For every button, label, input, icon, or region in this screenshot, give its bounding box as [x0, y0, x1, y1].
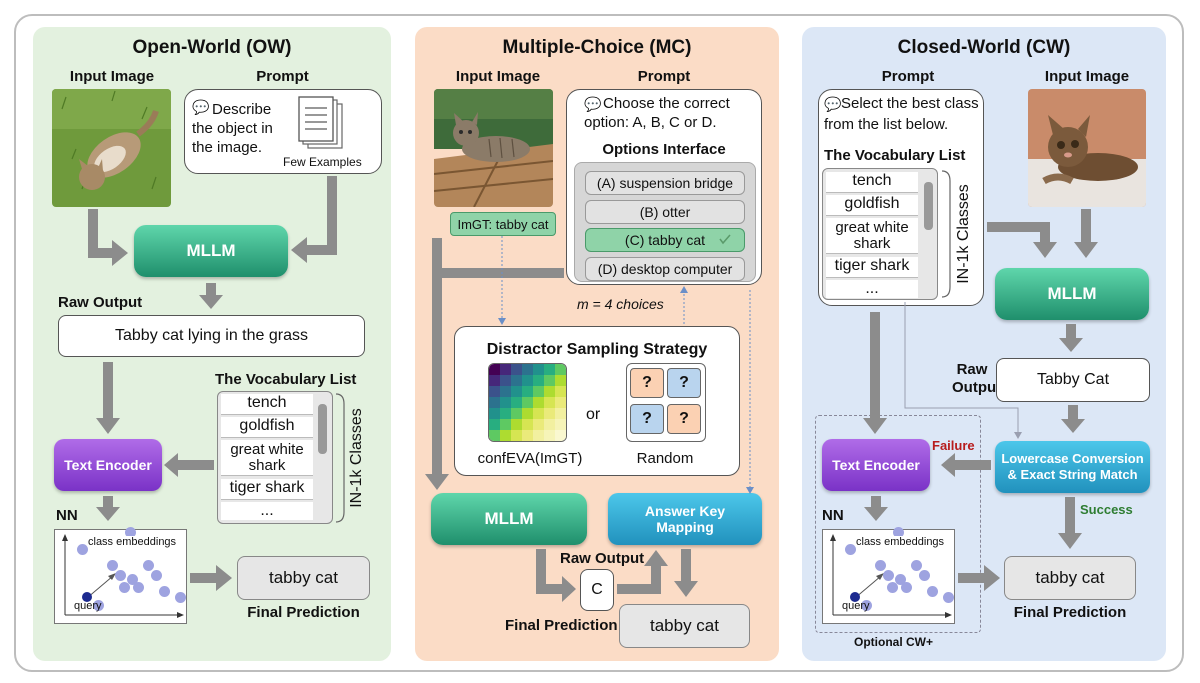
mc-title: Multiple-Choice (MC): [502, 37, 692, 58]
question-cell: ?: [630, 368, 664, 398]
question-cell: ?: [667, 368, 701, 398]
question-cell: ?: [667, 404, 701, 434]
cw-class-embeddings-label: class embeddings: [856, 536, 945, 548]
ow-vocab-item-4: tiger shark: [221, 479, 313, 500]
question-cell: ?: [630, 404, 664, 434]
ow-class-embeddings-label: class embeddings: [88, 536, 177, 548]
mc-answer-key-mapping: Answer Key Mapping: [608, 493, 762, 545]
cw-vocab-item-5: ...: [826, 280, 918, 298]
cw-optional-region: [815, 415, 981, 633]
mc-option-a[interactable]: (A) suspension bridge: [585, 171, 745, 195]
mc-options-interface-label: Options Interface: [602, 141, 726, 158]
cw-bracket-icon: [941, 170, 951, 298]
cw-success-label: Success: [1080, 502, 1133, 517]
ow-bracket-icon: [335, 393, 345, 523]
ow-input-image: [52, 89, 171, 207]
mc-distractor-title: Distractor Sampling Strategy: [486, 341, 708, 358]
ow-vocab-item-3: great white shark: [221, 440, 313, 476]
mc-prompt-line-2: option: A, B, C or D.: [584, 114, 717, 131]
cw-prompt-label: Prompt: [881, 68, 935, 85]
speech-bubble-icon: 💬: [824, 96, 842, 112]
cw-vocab-item-1: tench: [826, 172, 918, 193]
cw-vocab-item-3: great white shark: [826, 218, 918, 254]
ow-title: Open-World (OW): [132, 37, 292, 58]
ow-vocab-item-1: tench: [221, 394, 313, 415]
cw-prompt-line-2: from the list below.: [824, 116, 949, 133]
ow-vocab-item-5: ...: [221, 502, 313, 520]
ow-query-label: query: [74, 600, 102, 612]
mc-prompt-label: Prompt: [637, 68, 691, 85]
document-stack-icon: [298, 96, 344, 159]
mc-random-label: Random: [636, 450, 694, 467]
answer-key-line-2: Mapping: [656, 519, 714, 535]
ow-few-examples: Few Examples: [283, 155, 362, 169]
mc-final-output: tabby cat: [619, 604, 750, 648]
mc-prompt-line-1: Choose the correct: [603, 95, 730, 112]
ow-prompt-line-2: the object in: [192, 120, 273, 137]
cw-vocab-label: The Vocabulary List: [824, 147, 966, 164]
cw-vocab-item-2: goldfish: [826, 195, 918, 216]
cw-nn-label: NN: [822, 507, 844, 524]
mc-input-image-label: Input Image: [455, 68, 541, 85]
ow-raw-output-box: Tabby cat lying in the grass: [58, 315, 365, 357]
mc-option-d[interactable]: (D) desktop computer: [585, 257, 745, 281]
cw-failure-label: Failure: [932, 438, 975, 453]
cw-prompt-line-1: Select the best class: [841, 95, 979, 112]
cw-mllm-box: MLLM: [995, 268, 1149, 320]
speech-bubble-icon: 💬: [192, 99, 210, 115]
speech-bubble-icon: 💬: [584, 96, 602, 112]
figure-frame: [14, 14, 1184, 672]
cw-input-image: [1028, 89, 1146, 207]
cw-vocab-item-4: tiger shark: [826, 257, 918, 278]
mc-input-image: [434, 89, 553, 207]
ow-mllm-box: MLLM: [134, 225, 288, 277]
ow-vocab-label: The Vocabulary List: [215, 371, 357, 388]
mc-raw-output-label: Raw Output: [560, 550, 645, 567]
mc-mllm-box: MLLM: [431, 493, 587, 545]
mc-confeva-heatmap: [488, 363, 567, 442]
ow-nn-label: NN: [56, 507, 78, 524]
cw-lowercase-box: Lowercase Conversion & Exact String Matc…: [995, 441, 1150, 493]
cw-optional-label: Optional CW+: [854, 635, 933, 649]
cw-query-label: query: [842, 600, 870, 612]
cw-raw-output-box: Tabby Cat: [996, 358, 1150, 402]
raw-label-line-2: Output: [952, 379, 1002, 396]
ow-classes-label: IN-1k Classes: [348, 408, 365, 508]
ow-vocab-item-2: goldfish: [221, 417, 313, 438]
ow-prompt-label: Prompt: [256, 68, 309, 85]
cw-final-prediction-label: Final Prediction: [1013, 604, 1127, 621]
mc-raw-output-box: C: [580, 569, 614, 611]
mc-imgt-tag: ImGT: tabby cat: [450, 212, 556, 236]
check-icon: [719, 234, 731, 245]
lowercase-line-1: Lowercase Conversion: [1001, 451, 1144, 466]
cw-classes-label: IN-1k Classes: [955, 184, 972, 284]
mc-or-label: or: [586, 406, 601, 423]
mc-option-b[interactable]: (B) otter: [585, 200, 745, 224]
cw-text-encoder: Text Encoder: [822, 439, 930, 491]
cw-raw-output-label: Raw Output: [952, 361, 1002, 397]
mc-random-grid: ? ? ? ?: [626, 363, 706, 442]
ow-input-image-label: Input Image: [69, 68, 155, 85]
ow-prompt-line-1: Describe: [212, 101, 272, 118]
ow-final-prediction-label: Final Prediction: [247, 604, 360, 621]
mc-final-prediction-label: Final Prediction: [505, 617, 618, 634]
raw-label-line-1: Raw: [956, 361, 988, 378]
lowercase-line-2: & Exact String Match: [1007, 467, 1138, 482]
ow-prompt-box: [184, 89, 382, 174]
ow-scrollbar-thumb: [318, 404, 327, 454]
mc-m-choices: m = 4 choices: [577, 296, 664, 312]
mc-confeva-label: confEVA(ImGT): [477, 450, 583, 467]
answer-key-line-1: Answer Key: [644, 503, 726, 519]
ow-text-encoder: Text Encoder: [54, 439, 162, 491]
cw-input-image-label: Input Image: [1044, 68, 1130, 85]
cw-title: Closed-World (CW): [897, 37, 1071, 58]
cw-scrollbar-thumb: [924, 182, 933, 230]
ow-final-output: tabby cat: [237, 556, 370, 600]
ow-raw-output-label: Raw Output: [58, 294, 143, 311]
ow-prompt-line-3: the image.: [192, 139, 263, 156]
cw-final-output: tabby cat: [1004, 556, 1136, 600]
mc-options-interface: (A) suspension bridge (B) otter (C) tabb…: [574, 162, 756, 282]
mc-option-c[interactable]: (C) tabby cat: [585, 228, 745, 252]
cw-embedding-plot: [822, 527, 955, 624]
